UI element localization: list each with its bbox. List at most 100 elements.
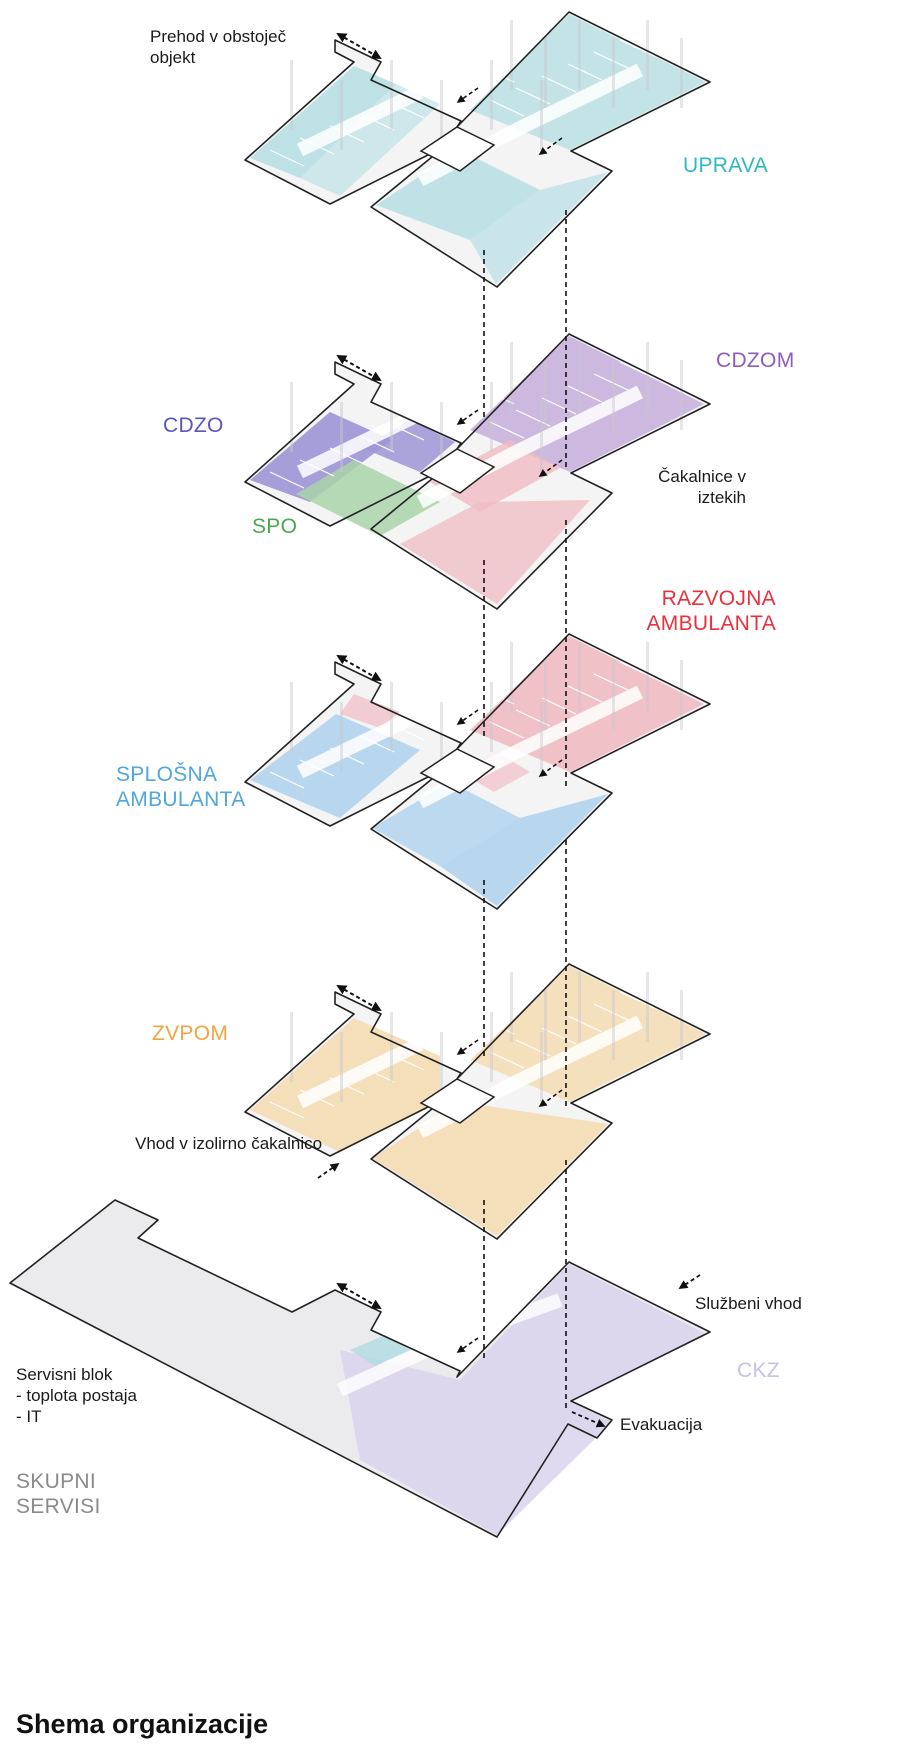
room-divider — [515, 1039, 551, 1057]
room-divider — [593, 373, 629, 391]
room-divider — [329, 1077, 365, 1095]
ground-service-cyan — [350, 1335, 410, 1366]
floor-outline — [244, 11, 711, 288]
room-divider — [645, 349, 681, 367]
floor-plate-ground — [9, 1162, 711, 1538]
wall-panel — [490, 382, 493, 452]
entry-arrow — [336, 355, 382, 381]
zone-text-ckz: CKZ — [737, 1359, 780, 1382]
room-divider — [593, 51, 629, 69]
corridor — [296, 85, 424, 157]
zone-fill-cdzo — [362, 420, 455, 472]
room-divider — [419, 711, 455, 729]
room-divider — [359, 1065, 395, 1083]
room-divider — [389, 1053, 425, 1071]
room-divider — [619, 39, 655, 57]
evacuation-arrow — [571, 1411, 606, 1428]
cakalnice-note-line1: Čakalnice v — [658, 467, 746, 486]
cakalnice-note: Čakalnice v iztekih — [620, 466, 746, 508]
wall-panel — [646, 972, 649, 1042]
room-divider — [269, 471, 305, 489]
corridor — [296, 1037, 424, 1109]
atrium-void — [419, 126, 496, 172]
zone-label-ckz: CKZ — [737, 1358, 780, 1383]
room-divider — [329, 747, 365, 765]
zone-label-zvpom: ZVPOM — [152, 1021, 228, 1046]
floor-plate-2 — [244, 633, 711, 910]
room-divider — [299, 459, 335, 477]
room-divider — [593, 1003, 629, 1021]
evakuacija-text: Evakuacija — [620, 1415, 703, 1434]
room-divider — [671, 967, 707, 985]
zone-label-cdzom: CDZOM — [716, 348, 795, 373]
servisni-note-line1: Servisni blok — [16, 1365, 113, 1384]
room-divider — [567, 685, 603, 703]
room-divider — [299, 759, 335, 777]
room-divider — [389, 101, 425, 119]
waiting-arrow — [538, 459, 563, 477]
wall-panel — [490, 682, 493, 752]
room-divider — [449, 399, 485, 417]
room-divider — [645, 27, 681, 45]
room-divider — [489, 1051, 525, 1069]
zone-fill-razvojna — [460, 754, 530, 792]
zone-label-cdzo: CDZO — [163, 413, 224, 438]
zone-text-cdzo: CDZO — [163, 414, 224, 437]
wall-panel — [612, 990, 615, 1060]
wall-panel — [340, 1032, 343, 1102]
zone-text-razvojna-1: RAZVOJNA — [661, 587, 776, 610]
zone-fill-spo — [296, 460, 440, 536]
entry-arrow — [336, 655, 382, 681]
vhod-izolirno-note: Vhod v izolirno čakalnico — [135, 1133, 322, 1154]
wall-panel — [612, 660, 615, 730]
zone-label-splosna: SPLOŠNA AMBULANTA — [116, 762, 246, 812]
wall-panel — [290, 1012, 293, 1082]
prehod-note-line1: Prehod v obstoječ — [150, 27, 287, 46]
wall-panel — [440, 402, 443, 472]
zone-fill-splosna — [372, 782, 520, 866]
evakuacija-note: Evakuacija — [620, 1414, 702, 1435]
wall-panel — [680, 360, 683, 430]
floor-plate-1 — [244, 333, 711, 610]
wall-panel — [340, 702, 343, 772]
zone-text-zvpom: ZVPOM — [152, 1022, 229, 1045]
wall-panel — [578, 972, 581, 1042]
room-divider — [359, 435, 395, 453]
wall-panel — [440, 80, 443, 150]
wall-panel — [540, 80, 543, 150]
wall-panel — [340, 402, 343, 472]
corridor — [337, 1293, 563, 1397]
room-divider — [449, 77, 485, 95]
room-divider — [479, 687, 515, 705]
servisni-note-line3: - IT — [16, 1407, 42, 1426]
zone-label-spo: SPO — [252, 514, 297, 539]
zone-text-skupni-1: SKUPNI — [16, 1470, 96, 1493]
room-divider — [515, 709, 551, 727]
zone-text-splosna-1: SPLOŠNA — [116, 763, 218, 786]
room-divider — [489, 421, 525, 439]
wall-panel — [390, 382, 393, 452]
sluzbeni-vhod-text: Službeni vhod — [695, 1294, 802, 1313]
wall-panel — [646, 642, 649, 712]
room-divider — [671, 15, 707, 33]
cakalnice-note-line2: iztekih — [697, 488, 746, 507]
zone-text-uprava: UPRAVA — [683, 154, 769, 177]
zone-fill-razvojna — [470, 636, 704, 772]
wall-panel — [680, 660, 683, 730]
servisni-note-line2: - toplota postaja — [16, 1386, 137, 1405]
wall-panel — [290, 682, 293, 752]
room-divider — [419, 1041, 455, 1059]
waiting-arrow — [456, 87, 479, 103]
room-divider — [479, 387, 515, 405]
room-divider — [389, 723, 425, 741]
room-divider — [645, 979, 681, 997]
ground-outline — [9, 1199, 711, 1538]
room-divider — [567, 63, 603, 81]
wall-panel — [612, 38, 615, 108]
room-divider — [389, 423, 425, 441]
floor-outline — [244, 333, 711, 610]
room-divider — [479, 65, 515, 83]
room-divider — [359, 113, 395, 131]
wall-panel — [646, 20, 649, 90]
